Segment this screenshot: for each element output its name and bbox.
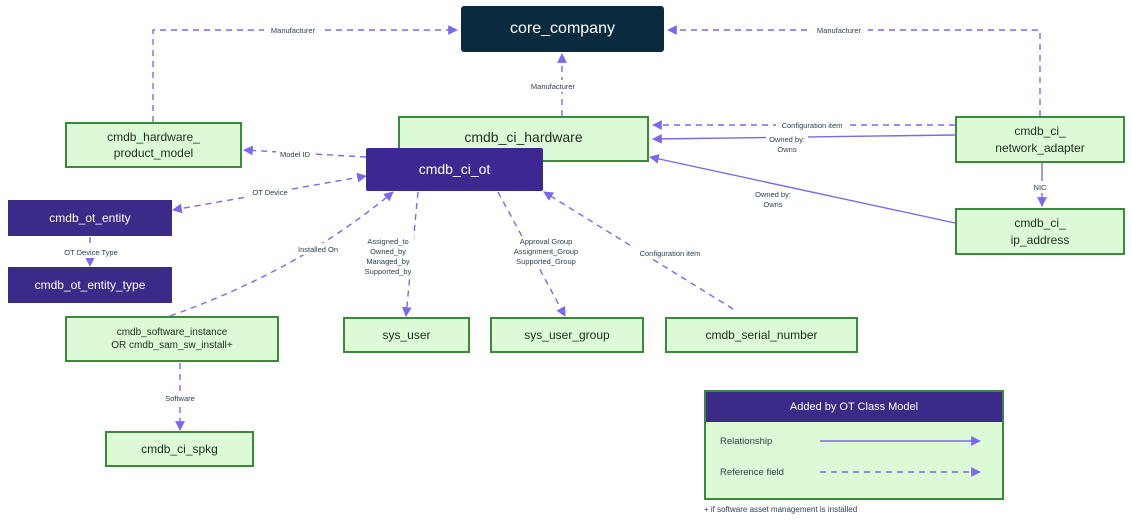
legend-reference-field-label: Reference field <box>720 467 784 478</box>
edge-ot-sys-user <box>401 191 419 317</box>
node-sys-user-label: sys_user <box>382 327 431 342</box>
node-sys-user[interactable]: sys_user <box>343 317 470 353</box>
label-group-field: Supported_Group <box>516 257 576 266</box>
node-cmdb-ot-entity[interactable]: cmdb_ot_entity <box>8 200 172 236</box>
label-manufacturer-mid: Manufacturer <box>531 82 576 91</box>
node-cmdb-ot-entity-label: cmdb_ot_entity <box>49 210 131 225</box>
node-cmdb-ci-spkg-label: cmdb_ci_spkg <box>141 441 218 456</box>
node-sys-user-group[interactable]: sys_user_group <box>490 317 644 353</box>
node-cmdb-ci-ot-label: cmdb_ci_ot <box>418 161 491 178</box>
node-cmdb-ot-entity-type[interactable]: cmdb_ot_entity_type <box>8 267 172 303</box>
label-ot-device: OT Device <box>252 188 287 197</box>
label-group-field: Approval Group <box>520 237 573 246</box>
node-network-adapter-line2: network_adapter <box>995 140 1085 155</box>
label-user-field: Owned_by <box>370 247 406 256</box>
node-core-company[interactable]: core_company <box>461 6 664 52</box>
node-software-instance-line2: OR cmdb_sam_sw_install+ <box>111 340 233 351</box>
node-product-model-line2: product_model <box>113 146 194 160</box>
node-cmdb-serial-number-label: cmdb_serial_number <box>705 327 818 342</box>
label-manufacturer-left: Manufacturer <box>271 26 316 35</box>
node-sys-user-group-label: sys_user_group <box>524 327 610 342</box>
edge-model-manufacturer <box>152 25 458 122</box>
legend-swatches <box>820 436 981 477</box>
label-installed-on: Installed On <box>298 245 338 254</box>
edge-adapter-manufacturer <box>667 25 1041 116</box>
label-ot-device-type: OT Device Type <box>64 248 118 257</box>
node-ip-address-line1: cmdb_ci_ <box>1014 216 1066 231</box>
node-software-instance-line1: cmdb_software_instance <box>116 326 228 338</box>
legend-title: Added by OT Class Model <box>706 392 1002 422</box>
node-cmdb-ci-ip-address[interactable]: cmdb_ci_ ip_address <box>955 208 1125 255</box>
label-owns-2: Owns <box>763 200 782 209</box>
node-cmdb-ci-spkg[interactable]: cmdb_ci_spkg <box>105 431 254 467</box>
node-cmdb-software-instance[interactable]: cmdb_software_instance OR cmdb_sam_sw_in… <box>65 316 279 362</box>
footnote: + if software asset management is instal… <box>704 505 858 514</box>
label-group-field: Assignment_Group <box>514 247 578 256</box>
node-cmdb-ci-network-adapter[interactable]: cmdb_ci_ network_adapter <box>955 116 1125 163</box>
node-network-adapter-line1: cmdb_ci_ <box>1014 124 1066 139</box>
node-cmdb-serial-number[interactable]: cmdb_serial_number <box>665 317 858 353</box>
label-configuration-item-bottom: Configuration item <box>640 249 701 258</box>
node-cmdb-ci-hardware-label: cmdb_ci_hardware <box>464 128 583 145</box>
label-software: Software <box>165 394 195 403</box>
label-user-field: Managed_by <box>366 257 410 266</box>
node-ip-address-line2: ip_address <box>1010 232 1070 247</box>
label-owned-by-2: Owned by: <box>755 190 791 199</box>
node-product-model-line1: cmdb_hardware_ <box>107 129 200 144</box>
label-user-field: Assigned_to <box>367 237 408 246</box>
node-cmdb-ot-entity-type-label: cmdb_ot_entity_type <box>34 277 146 292</box>
node-core-company-label: core_company <box>510 20 615 38</box>
label-configuration-item-top: Configuration item <box>782 121 843 130</box>
label-owns-1: Owns <box>777 145 796 154</box>
legend: Added by OT Class Model Relationship Ref… <box>704 390 1004 500</box>
edge-ip-owns <box>649 154 956 224</box>
edge-ot-model-id <box>243 145 367 158</box>
label-owned-by-1: Owned by: <box>769 135 805 144</box>
node-cmdb-hardware-product-model[interactable]: cmdb_hardware_ product_model <box>65 122 242 168</box>
label-model-id: Model ID <box>280 150 311 159</box>
edge-installed-on <box>169 191 394 317</box>
legend-relationship-label: Relationship <box>720 436 773 447</box>
label-manufacturer-right: Manufacturer <box>817 26 862 35</box>
label-nic: NIC <box>1034 183 1048 192</box>
node-cmdb-ci-ot[interactable]: cmdb_ci_ot <box>366 148 543 191</box>
label-user-field: Supported_by <box>365 267 412 276</box>
